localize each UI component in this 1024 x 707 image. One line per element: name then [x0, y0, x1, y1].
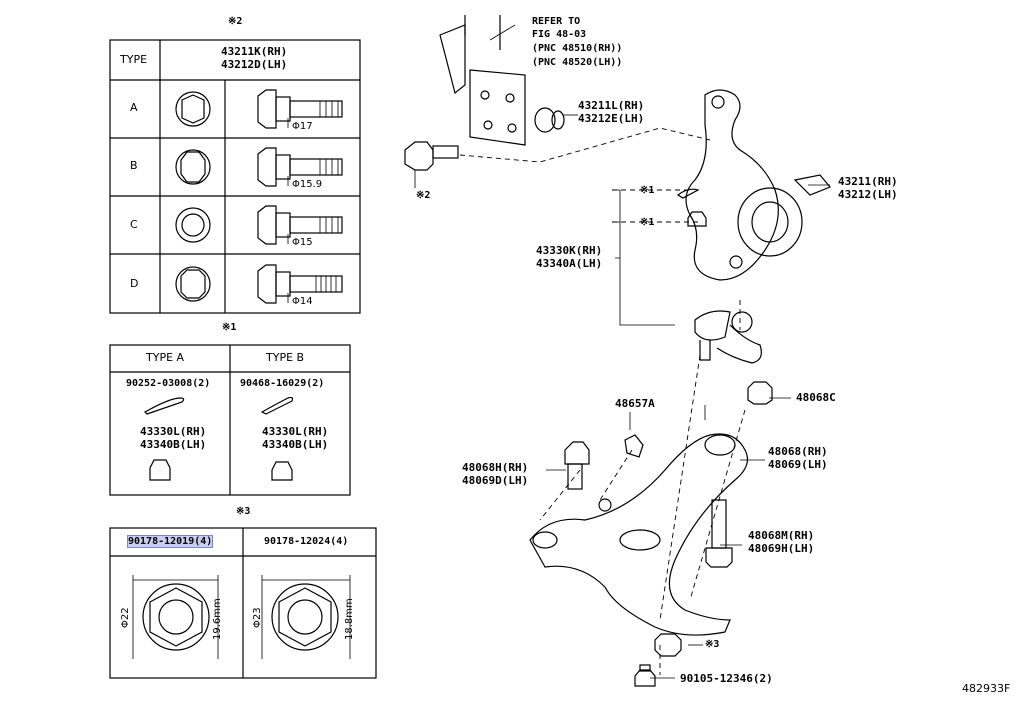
callout-bushing-rh[interactable]: 43211L(RH) — [578, 99, 645, 112]
nut-a-outer-dim: Φ22 — [120, 607, 131, 628]
diagram-id: 482933F — [962, 682, 1011, 695]
bolt-table-type-header: TYPE — [120, 53, 148, 66]
bolt-row-dia: Φ15 — [292, 237, 313, 248]
callout-arm-lh[interactable]: 48069(LH) — [768, 458, 828, 471]
nut-b-height-dim: 18.8mm — [344, 598, 355, 640]
bolt-row-dia: Φ17 — [292, 121, 313, 132]
refer-line-4: (PNC 48520(LH)) — [532, 57, 623, 68]
bottom-bolt-drawing — [634, 664, 656, 687]
castle-nut-drawing — [687, 211, 707, 227]
pin-table-marker: ※1 — [222, 322, 237, 333]
callout-marker-2: ※2 — [416, 190, 431, 201]
bolt-type-d-drawing — [175, 264, 343, 304]
stopper-drawing — [624, 434, 644, 458]
nut-b-part-number[interactable]: 90178-12024(4) — [264, 536, 349, 547]
nut-a-part-number[interactable]: 90178-12019(4) — [126, 535, 214, 548]
bolt-type-b-drawing — [175, 147, 343, 187]
refer-line-3: (PNC 48510(RH)) — [532, 43, 623, 54]
ball-joint-drawing — [694, 310, 762, 364]
bolt-table-part-lh: 43212D(LH) — [221, 58, 288, 71]
bolt-row-type: C — [130, 218, 138, 231]
cotter-pin-b-drawing — [260, 396, 294, 481]
refer-line-1: REFER TO — [532, 16, 581, 27]
cotter-pin-drawing — [676, 188, 700, 199]
pin-type-table — [109, 344, 351, 496]
nut-table-marker: ※3 — [236, 506, 251, 517]
nut-a-height-dim: 19.6mm — [212, 598, 223, 640]
rear-bolt-drawing — [705, 499, 733, 568]
callout-marker-3: ※3 — [705, 639, 720, 650]
bolt-type-a-drawing — [175, 89, 343, 129]
callout-marker-1b: ※1 — [640, 217, 655, 228]
pin-type-a-part[interactable]: 90252-03008(2) — [126, 378, 211, 389]
bolt-row-dia: Φ14 — [292, 296, 313, 307]
refer-line-2[interactable]: FIG 48-03 — [532, 29, 587, 40]
bushing-drawing — [534, 107, 565, 133]
nut-a-drawing — [132, 575, 219, 659]
cotter-pin-a-drawing — [144, 397, 185, 481]
lock-nut-drawing — [654, 633, 682, 657]
callout-balljoint-lh[interactable]: 43340A(LH) — [536, 257, 603, 270]
lower-control-arm-drawing — [529, 433, 748, 636]
pin-type-b-nut-rh[interactable]: 43330L(RH) — [262, 425, 329, 438]
leader-lines — [546, 184, 830, 679]
front-bolt-drawing — [564, 441, 590, 490]
pin-type-b-title: TYPE B — [266, 351, 305, 364]
assembly-guide-lines — [459, 127, 746, 675]
pin-type-a-nut-rh[interactable]: 43330L(RH) — [140, 425, 207, 438]
bolt-row-type: A — [130, 101, 138, 114]
bolt-type-c-drawing — [175, 205, 343, 245]
nut-b-outer-dim: Φ23 — [252, 607, 263, 628]
pin-type-b-part[interactable]: 90468-16029(2) — [240, 378, 325, 389]
bolt-table-part-rh: 43211K(RH) — [221, 45, 288, 58]
bolt-type-table — [109, 39, 361, 314]
callout-collar[interactable]: 48068C — [796, 391, 836, 404]
callout-front-bolt-rh[interactable]: 48068H(RH) — [462, 461, 529, 474]
collar-drawing — [747, 381, 773, 405]
nut-b-drawing — [261, 575, 351, 659]
pin-type-a-title: TYPE A — [146, 351, 185, 364]
callout-knuckle-rh[interactable]: 43211(RH) — [838, 175, 898, 188]
callout-stopper[interactable]: 48657A — [615, 397, 655, 410]
callout-arm-rh[interactable]: 48068(RH) — [768, 445, 828, 458]
bolt-row-type: D — [130, 277, 139, 290]
callout-bushing-lh[interactable]: 43212E(LH) — [578, 112, 645, 125]
bolt-row-dia: Φ15.9 — [292, 179, 323, 190]
callout-bottom-bolt[interactable]: 90105-12346(2) — [680, 672, 773, 685]
callout-rear-bolt-rh[interactable]: 48068M(RH) — [748, 529, 815, 542]
pin-type-a-nut-lh[interactable]: 43340B(LH) — [140, 438, 207, 451]
bolt-table-marker: ※2 — [228, 16, 243, 27]
bolt-row-type: B — [130, 159, 138, 172]
callout-balljoint-rh[interactable]: 43330K(RH) — [536, 244, 603, 257]
callout-knuckle-lh[interactable]: 43212(LH) — [838, 188, 898, 201]
callout-rear-bolt-lh[interactable]: 48069H(LH) — [748, 542, 815, 555]
knuckle-bolt-drawing — [404, 141, 459, 171]
nut-type-table — [109, 527, 377, 679]
strut-bracket — [439, 15, 526, 146]
pin-type-b-nut-lh[interactable]: 43340B(LH) — [262, 438, 329, 451]
steering-knuckle-drawing — [685, 89, 831, 281]
callout-marker-1a: ※1 — [640, 185, 655, 196]
callout-front-bolt-lh[interactable]: 48069D(LH) — [462, 474, 529, 487]
